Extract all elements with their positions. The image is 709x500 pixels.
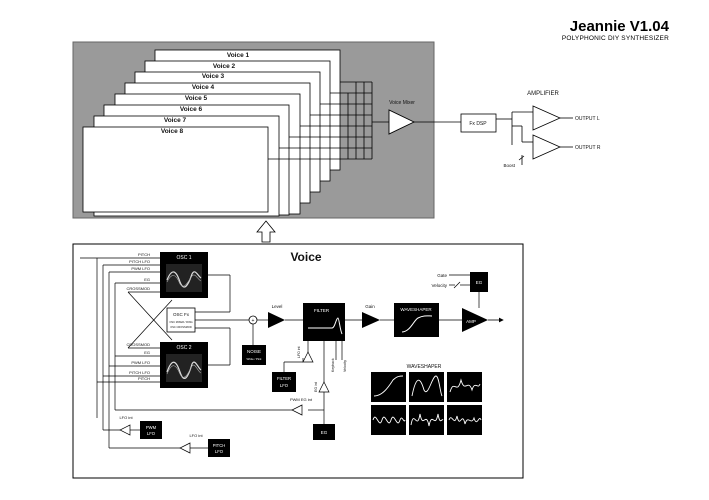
pwm-lfo-int-label: LFO int <box>119 415 133 420</box>
filter-eg-int-amp <box>318 381 330 393</box>
level-amp <box>268 312 285 328</box>
pitch-lfo-int-label: LFO int <box>189 433 203 438</box>
voice-amp-label: AMP <box>466 319 476 324</box>
filter-mod-lines <box>283 341 343 424</box>
noise-label: NOISE <box>247 349 261 354</box>
sum-node-icon <box>248 315 258 325</box>
pwm-lfo-block <box>140 421 162 439</box>
filter-eg-label: EG <box>321 430 328 435</box>
filter-lfo-block <box>272 372 296 392</box>
pwm-lfo-line2: LFO <box>147 431 156 436</box>
osc1-input-pwm-lfo: PWM LFO <box>131 266 150 271</box>
amp-eg-label: EG <box>476 280 483 285</box>
pitch-lfo-block <box>208 439 230 457</box>
up-arrow-icon <box>256 220 276 243</box>
output-r-amp <box>532 134 561 160</box>
filter-block <box>303 303 345 341</box>
voice-bus-lines <box>268 81 389 160</box>
voice-stack: Voice 1 Voice 2 Voice 3 Voice 4 Voice 5 … <box>82 49 341 217</box>
ws-example-6 <box>447 405 482 435</box>
osc1-input-crossmod: CROSSMOD <box>126 286 150 291</box>
velocity-filter-label: Velocity <box>343 360 347 372</box>
pwm-lfo-line1: PWM <box>146 425 157 430</box>
osc1-waveform-icon <box>166 264 202 292</box>
filter-curve-icon <box>308 317 343 335</box>
filter-lfo-int-label: LFO int <box>297 346 301 358</box>
page-title: Jeannie V1.04 <box>569 18 669 35</box>
ws-example-4 <box>371 405 406 435</box>
voice-label-8: Voice 8 <box>161 128 184 135</box>
amp-eg-lines <box>449 274 480 308</box>
voice-label-7: Voice 7 <box>164 117 187 124</box>
osc-fx-sub1: OSC MIXER / RING <box>169 320 192 324</box>
pitch-lfo-line2: LFO <box>215 449 224 454</box>
filter-lfo-line2: LFO <box>280 383 289 388</box>
osc2-input-pitch: PITCH <box>138 376 150 381</box>
noise-block <box>242 345 266 365</box>
osc-fx-block <box>166 307 196 333</box>
voice-label-3: Voice 3 <box>202 73 225 80</box>
osc2-label: OSC 2 <box>176 345 191 351</box>
osc2-input-pitch-lfo: PITCH LFO <box>129 370 150 375</box>
output-r-label: OUTPUT R <box>575 145 601 151</box>
voice-mixer-amp <box>388 109 416 135</box>
voice-label-2: Voice 2 <box>213 63 236 70</box>
voice-amp <box>462 308 488 332</box>
voice-label-5: Voice 5 <box>185 95 208 102</box>
boost-label: Boost <box>503 163 515 168</box>
voice-label-6: Voice 6 <box>180 106 203 113</box>
osc1-inputs: PITCH PITCH LFO PWM LFO EG CROSSMOD <box>126 252 150 291</box>
pitch-lfo-line1: PITCH <box>213 443 226 448</box>
waveshaper-curve-icon <box>401 315 433 333</box>
output-l-label: OUTPUT L <box>575 116 600 122</box>
osc1-label: OSC 1 <box>176 255 191 261</box>
eg-int-label: EG int <box>314 382 318 392</box>
osc2-input-pwm-lfo: PWM LFO <box>131 360 150 365</box>
osc-mix-lines <box>195 274 268 366</box>
amplifier-label: AMPLIFIER <box>527 91 559 97</box>
keytrack-label: Keytrack <box>331 358 335 372</box>
page-subtitle: POLYPHONIC DIY SYNTHESIZER <box>561 35 669 42</box>
waveshaper-label: WAVESHAPER <box>400 307 432 312</box>
osc2-waveform-icon <box>166 354 202 382</box>
osc1-input-pitch: PITCH <box>138 252 150 257</box>
osc2-input-crossmod: CROSSMOD <box>126 342 150 347</box>
voice-left-bus <box>80 257 302 449</box>
gate-label: Gate <box>437 273 447 278</box>
osc1-input-pitch-lfo: PITCH LFO <box>129 259 150 264</box>
noise-sublabel: White / Pink <box>247 357 263 361</box>
gain-label: Gain <box>365 304 375 309</box>
pwm-eg-int-amp <box>291 404 303 416</box>
fx-dsp-block <box>460 113 497 133</box>
osc2-inputs: CROSSMOD EG PWM LFO PITCH LFO PITCH <box>126 342 150 381</box>
filter-label: FILTER <box>314 308 330 313</box>
voice-mixer-label: Voice Mixer <box>389 100 415 106</box>
osc-fx-label: OSC Fx <box>173 312 190 317</box>
sum-node-plus: + <box>252 318 255 324</box>
osc1-input-eg: EG <box>144 277 150 282</box>
voice-label-1: Voice 1 <box>227 52 250 59</box>
osc-fx-sub2: OSC CROSSMOD <box>170 325 192 329</box>
voice-card-8 <box>82 126 269 213</box>
fx-dsp-label: Fx DSP <box>469 121 487 127</box>
title-block: Jeannie V1.04 POLYPHONIC DIY SYNTHESIZER <box>562 18 669 42</box>
waveshaper-examples <box>371 372 482 435</box>
waveshaper-panel-title: WAVESHAPER <box>407 364 442 370</box>
gain-amp <box>362 312 380 328</box>
filter-lfo-int-amp <box>302 351 314 363</box>
level-label: Level <box>272 304 283 309</box>
ws-example-2 <box>409 372 444 402</box>
velocity-label: Velocity <box>431 283 447 288</box>
voice-panel-title: Voice <box>290 250 321 264</box>
waveshaper-block <box>394 303 439 337</box>
pwm-eg-int-label: PWM EG int <box>290 397 313 402</box>
filter-eg-block <box>313 424 335 440</box>
osc2-input-eg: EG <box>144 350 150 355</box>
output-l-amp <box>532 105 561 131</box>
voice-label-4: Voice 4 <box>192 84 215 91</box>
filter-lfo-line1: FILTER <box>277 376 291 381</box>
amp-eg-block <box>470 272 488 292</box>
